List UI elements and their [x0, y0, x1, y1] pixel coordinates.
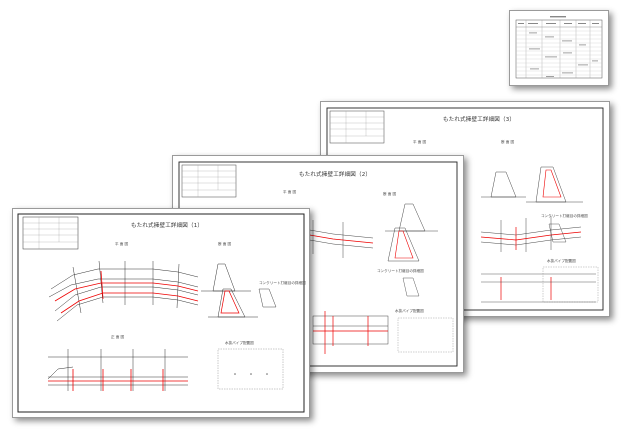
index-sheet[interactable] — [509, 10, 609, 86]
sheet-2-title: もたれ式擁壁工詳細図（2） — [299, 172, 372, 178]
sheet-3-section-label: 断 面 図 — [501, 140, 515, 144]
sheet-3-linework — [326, 107, 604, 311]
sheet-1-title: もたれ式擁壁工詳細図（1） — [131, 223, 204, 229]
sheet-3-joint-label: コンクリート打継目の詳細図 — [541, 214, 588, 218]
sheet-2-drain-label: 水抜パイプ配置図 — [395, 309, 424, 313]
sheet-1-section-label: 断 面 図 — [218, 242, 232, 246]
sheet-3-drain-label: 水抜パイプ配置図 — [547, 259, 576, 263]
sheet-2-joint-label: コンクリート打継目の詳細図 — [377, 269, 424, 273]
sheet-2-plan-label: 平 面 図 — [283, 190, 297, 194]
sheet-3-plan-label: 平 面 図 — [413, 140, 427, 144]
sheet-3-title: もたれ式擁壁工詳細図（3） — [443, 117, 516, 123]
sheet-1-plan-label: 平 面 図 — [115, 242, 129, 246]
drawing-sheet-1[interactable]: もたれ式擁壁工詳細図（1） 平 面 図 断 面 図 正 面 図 コンクリート打継… — [12, 208, 310, 418]
index-table-drawing — [515, 16, 603, 79]
sheet-2-section-label: 断 面 図 — [383, 192, 397, 196]
sheet-1-linework — [17, 213, 305, 413]
sheet-1-front-label: 正 面 図 — [111, 335, 125, 339]
sheet-1-joint-label: コンクリート打継目の詳細図 — [259, 281, 306, 285]
sheet-1-drain-label: 水抜パイプ配置図 — [225, 341, 254, 345]
